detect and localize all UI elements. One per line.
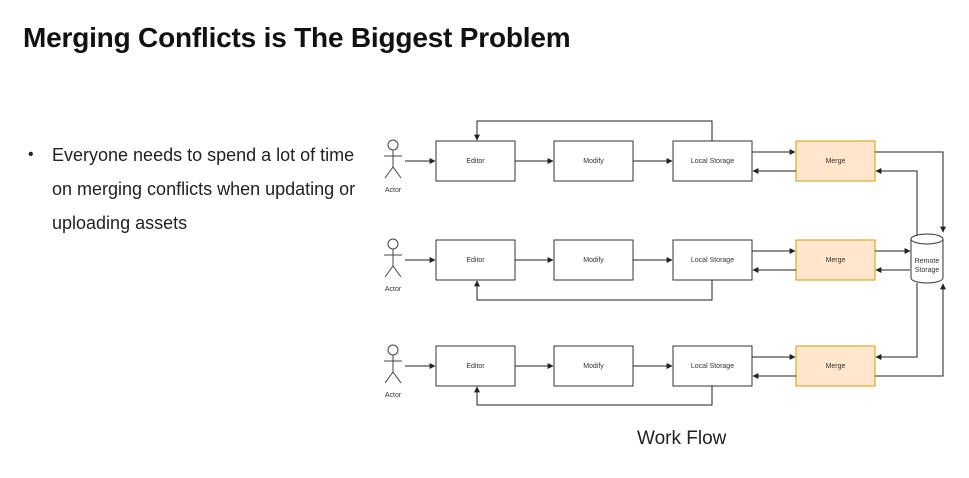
modify-box <box>553 239 634 281</box>
bullet-item: • Everyone needs to spend a lot of time … <box>28 138 373 240</box>
workflow-lane-1: Actor Editor Modify Local Storage Merge <box>384 120 876 194</box>
merge-label: Merge <box>826 363 846 370</box>
local-storage-label: Local Storage <box>691 257 734 264</box>
actor-label: Actor <box>385 286 402 293</box>
remote-connectors <box>875 151 946 377</box>
remote-storage-label-line1: Remote <box>915 258 940 265</box>
merge-label: Merge <box>826 158 846 165</box>
lane-arrows <box>405 120 796 174</box>
lane-arrows <box>405 248 796 301</box>
merge-label: Merge <box>826 257 846 264</box>
editor-box <box>435 345 516 387</box>
remote-storage-cylinder: Remote Storage <box>910 233 944 284</box>
local-storage-box <box>672 345 753 387</box>
merge-box <box>795 140 876 182</box>
editor-label: Editor <box>466 363 485 370</box>
merge-box <box>795 239 876 281</box>
actor-label: Actor <box>385 392 402 399</box>
modify-label: Modify <box>583 158 604 165</box>
bullet-dot-icon: • <box>28 146 34 163</box>
local-storage-label: Local Storage <box>691 363 734 370</box>
bullet-list: • Everyone needs to spend a lot of time … <box>28 138 373 240</box>
actor-icon <box>384 238 402 278</box>
lane-arrows <box>405 354 796 406</box>
diagram-caption: Work Flow <box>637 428 727 449</box>
workflow-lane-2: Actor Editor Modify Local Storage Merge <box>384 238 876 301</box>
modify-label: Modify <box>583 363 604 370</box>
actor-icon <box>384 139 402 179</box>
local-storage-box <box>672 239 753 281</box>
modify-label: Modify <box>583 257 604 264</box>
bullet-text: Everyone needs to spend a lot of time on… <box>52 145 356 233</box>
editor-label: Editor <box>466 158 485 165</box>
actor-icon <box>384 344 402 384</box>
remote-storage-label-line2: Storage <box>915 267 940 274</box>
workflow-lane-3: Actor Editor Modify Local Storage Merge <box>384 344 876 406</box>
local-storage-label: Local Storage <box>691 158 734 165</box>
slide-title: Merging Conflicts is The Biggest Problem <box>23 22 571 53</box>
merge-box <box>795 345 876 387</box>
editor-box <box>435 239 516 281</box>
editor-label: Editor <box>466 257 485 264</box>
actor-label: Actor <box>385 187 402 194</box>
